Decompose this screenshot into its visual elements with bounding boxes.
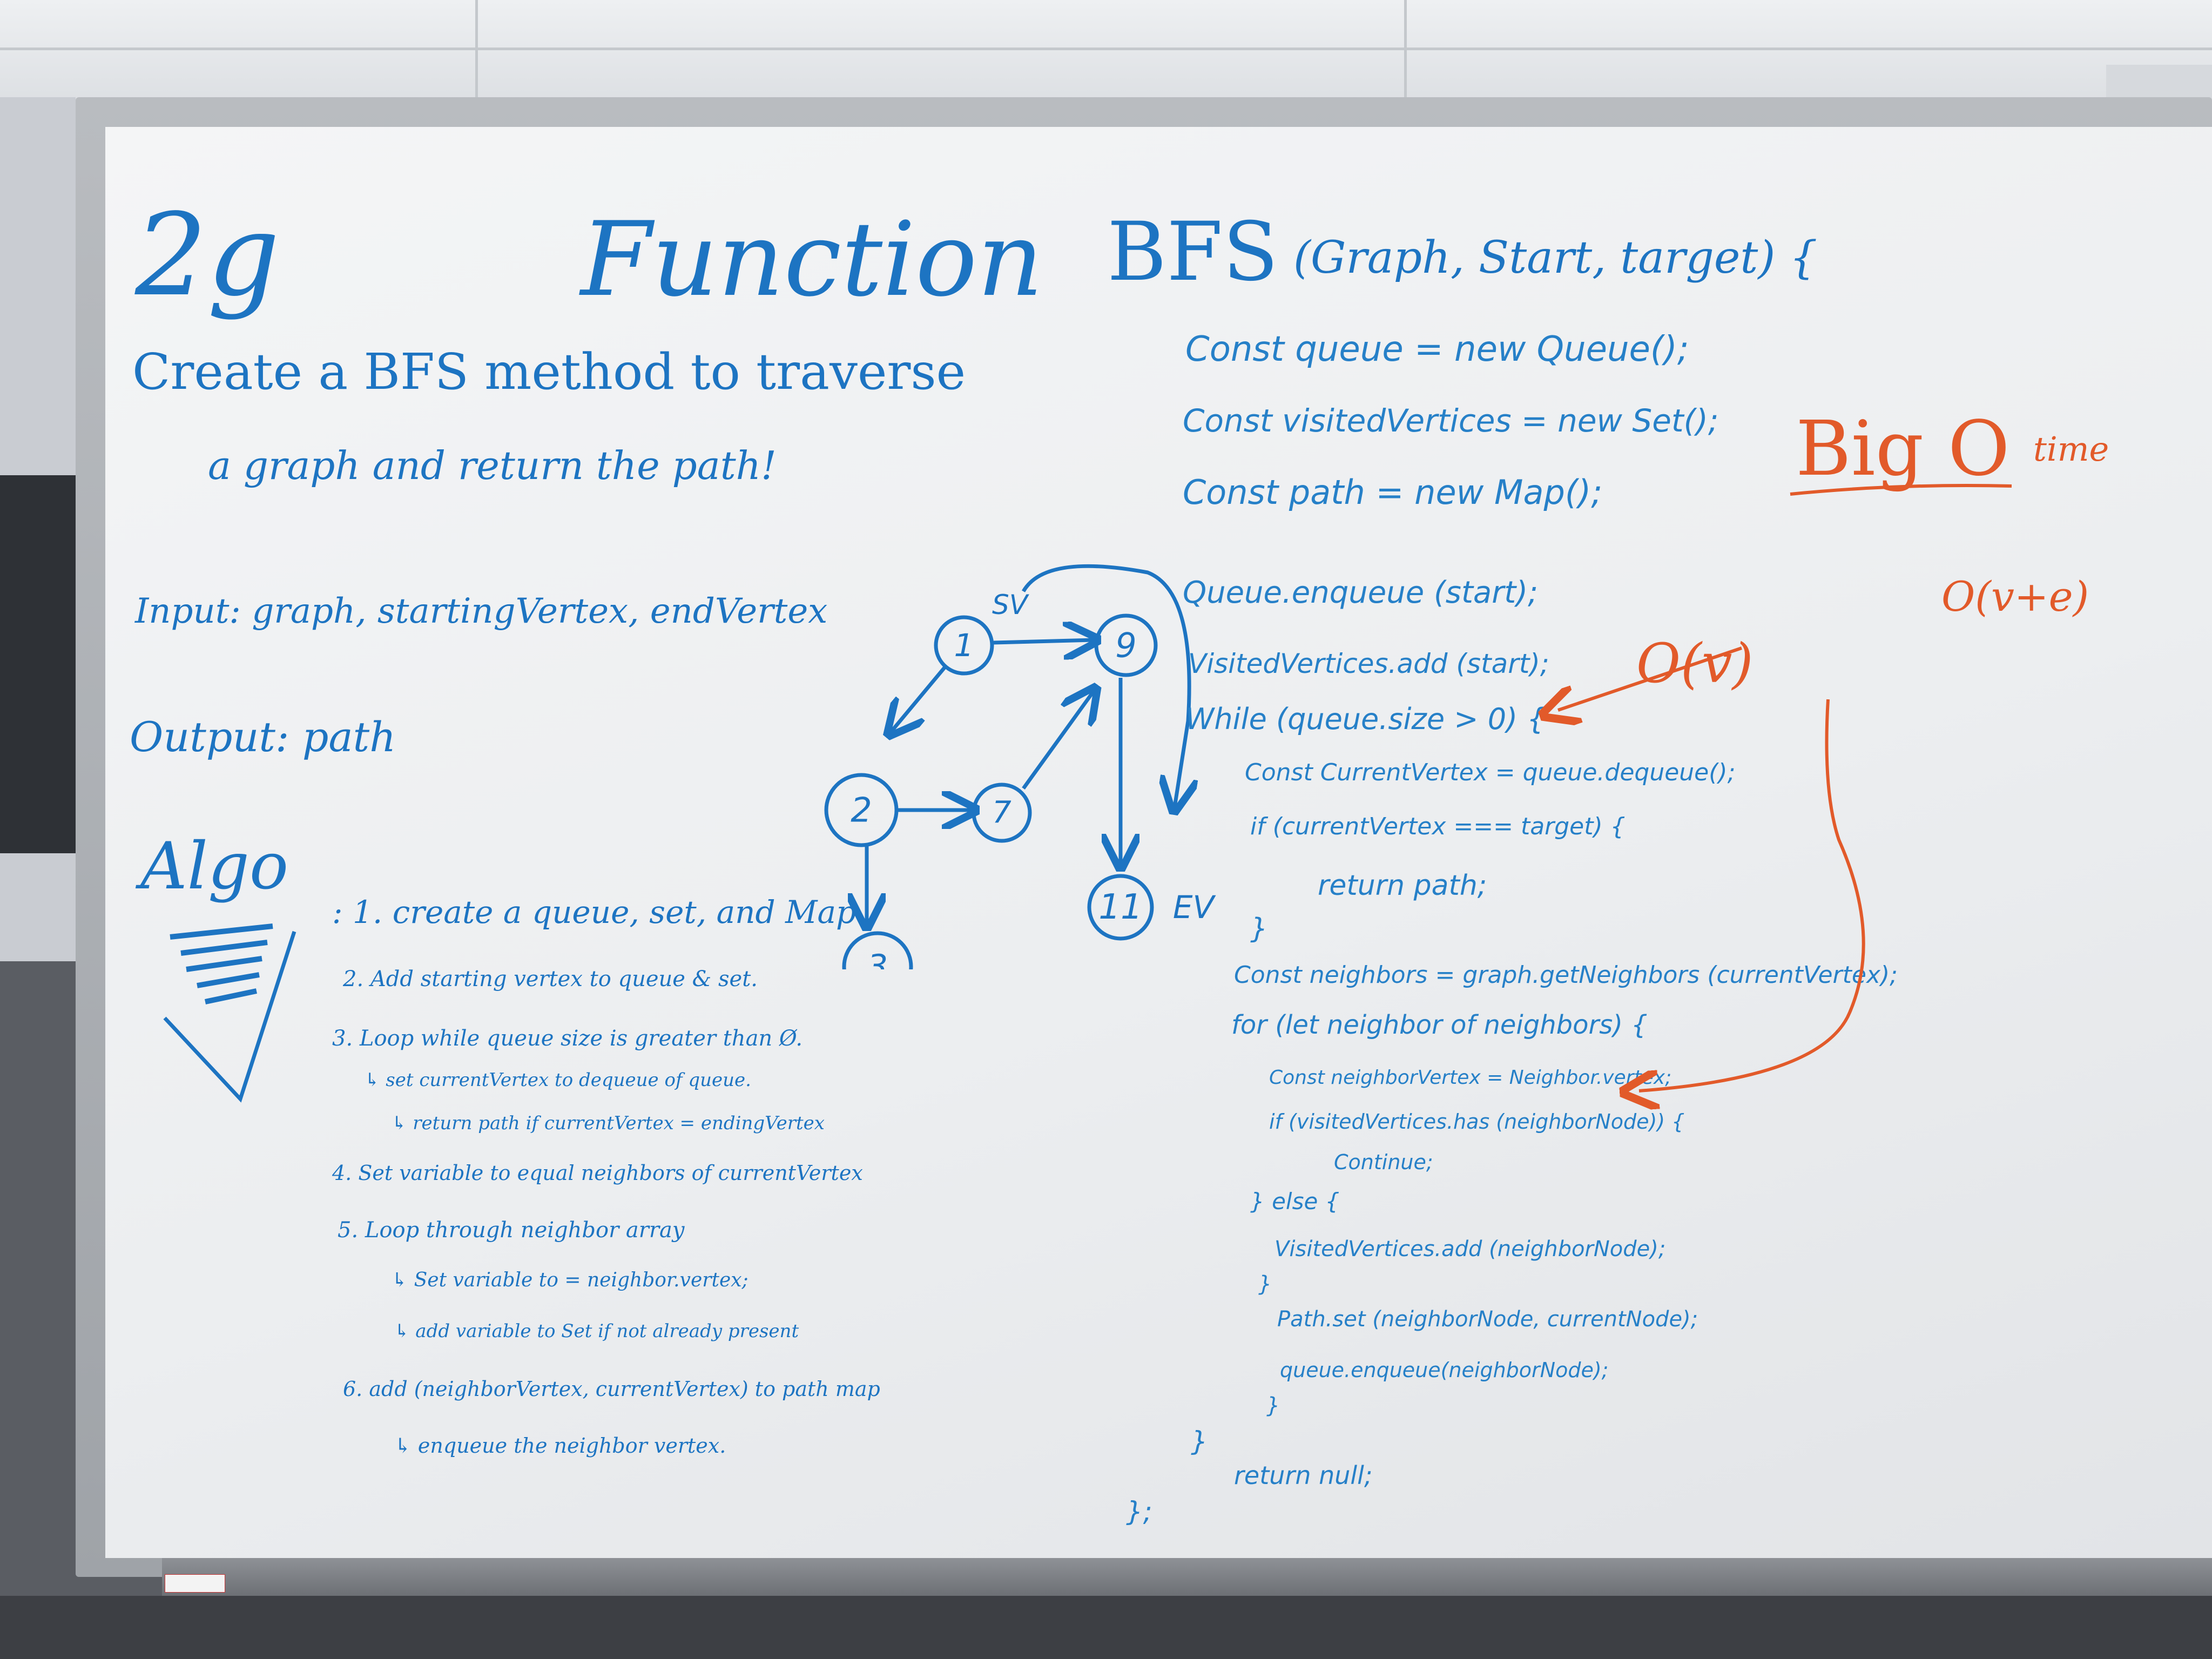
algo-step: 4. Set variable to equal neighbors of cu…: [332, 1161, 863, 1185]
marker-tray: [162, 1558, 2212, 1596]
graph-node: [934, 615, 994, 676]
code-line: for (let neighbor of neighbors) {: [1231, 1010, 1648, 1040]
code-line: if (currentVertex === target) {: [1250, 813, 1626, 840]
graph-node: [824, 773, 899, 847]
task-line-1: Create a BFS method to traverse: [132, 343, 966, 401]
whiteboard: 2g Function BFS (Graph, Start, target) {…: [105, 127, 2212, 1558]
graph-node-label: 3: [867, 948, 888, 969]
input-label: Input: graph, startingVertex, endVertex: [135, 591, 828, 631]
graph-ev-label: EV: [1173, 889, 1217, 926]
big-o-label: Big O: [1796, 405, 2010, 493]
ceiling-grid-line: [475, 0, 478, 97]
header-params: (Graph, Start, target) {: [1293, 232, 1818, 284]
graph-node: [842, 931, 913, 969]
algo-step: : 1. create a queue, set, and Map.: [332, 894, 866, 930]
graph-node-label: 2: [851, 791, 872, 830]
o-v-arrow: [1558, 646, 1742, 710]
graph-node: [1087, 874, 1154, 941]
header-function-name: BFS: [1107, 205, 1279, 299]
big-o-underline: [1790, 484, 2012, 496]
code-line: Queue.enqueue (start);: [1183, 575, 1538, 610]
graph-node-label: 9: [1115, 626, 1136, 665]
algo-step: ↳ add variable to Set if not already pre…: [394, 1320, 799, 1342]
graph-node-label: 7: [992, 795, 1011, 831]
code-line: }: [1266, 1393, 1280, 1418]
code-line: };: [1126, 1496, 1152, 1527]
graph-edge: [993, 640, 1094, 643]
graph-node-label: 11: [1098, 887, 1142, 927]
code-line: While (queue.size > 0) {: [1185, 702, 1546, 736]
code-line: if (visitedVertices.has (neighborNode)) …: [1269, 1110, 1685, 1134]
algo-step: ↳ return path if currentVertex = endingV…: [392, 1112, 825, 1134]
header-number: 2g: [135, 189, 280, 321]
algo-step: 3. Loop while queue size is greater than…: [332, 1026, 803, 1051]
big-o-value: O(v+e): [1941, 572, 2089, 621]
output-label: Output: path: [130, 713, 396, 761]
code-line: Continue;: [1334, 1150, 1433, 1174]
code-line: queue.enqueue(neighborNode);: [1280, 1358, 1609, 1382]
graph-edge: [891, 665, 947, 732]
code-line: } else {: [1250, 1188, 1340, 1215]
code-line: Const queue = new Queue();: [1185, 329, 1689, 369]
algo-label: Algo: [140, 829, 289, 904]
code-line: Const path = new Map();: [1183, 473, 1603, 512]
code-line: return null;: [1234, 1461, 1373, 1490]
left-window-blinds: [0, 475, 76, 853]
algo-step: ↳ set currentVertex to dequeue of queue.: [365, 1069, 751, 1091]
ceiling-grid-line: [0, 48, 2212, 50]
code-line: Const neighbors = graph.getNeighbors (cu…: [1234, 961, 1898, 989]
red-annotation-marks: [105, 484, 2012, 1558]
code-line: VisitedVertices.add (start);: [1188, 648, 1549, 679]
algo-step: 6. add (neighborVertex, currentVertex) t…: [343, 1377, 880, 1401]
graph-edge: [1021, 564, 1189, 807]
code-line: }: [1258, 1272, 1272, 1297]
graph-node-label: 1: [954, 627, 974, 664]
algo-step: ↳ Set variable to = neighbor.vertex;: [392, 1269, 748, 1291]
code-line: return path;: [1318, 869, 1487, 902]
header-function-word: Function: [581, 200, 1043, 319]
algo-step: ↳ enqueue the neighbor vertex.: [394, 1434, 726, 1458]
ceiling-grid-line: [1404, 0, 1407, 108]
algo-step: 2. Add starting vertex to queue & set.: [343, 967, 758, 992]
code-line: Path.set (neighborNode, currentNode);: [1277, 1307, 1698, 1332]
task-line-2: a graph and return the path!: [208, 443, 777, 488]
graph-edge: [1022, 691, 1094, 790]
code-line: Const neighborVertex = Neighbor.vertex;: [1269, 1067, 1672, 1089]
code-line: VisitedVertices.add (neighborNode);: [1274, 1237, 1666, 1262]
algo-underline-scribble: [163, 923, 296, 1103]
code-line: Const visitedVertices = new Set();: [1183, 402, 1719, 439]
algo-step: 5. Loop through neighbor array: [338, 1218, 685, 1243]
floor: [0, 1596, 2212, 1659]
code-line: }: [1191, 1426, 1208, 1457]
code-line: }: [1250, 913, 1269, 945]
graph-diagram: 1 9 2 7 11 3 SV EV: [824, 564, 1217, 969]
graph-sv-label: SV: [992, 589, 1030, 621]
code-line: Const CurrentVertex = queue.dequeue();: [1245, 759, 1736, 786]
whiteboard-label-sticker: [165, 1574, 225, 1593]
loop-bracket-arrow: [1639, 699, 1865, 1091]
big-o-time-label: time: [2033, 429, 2109, 469]
